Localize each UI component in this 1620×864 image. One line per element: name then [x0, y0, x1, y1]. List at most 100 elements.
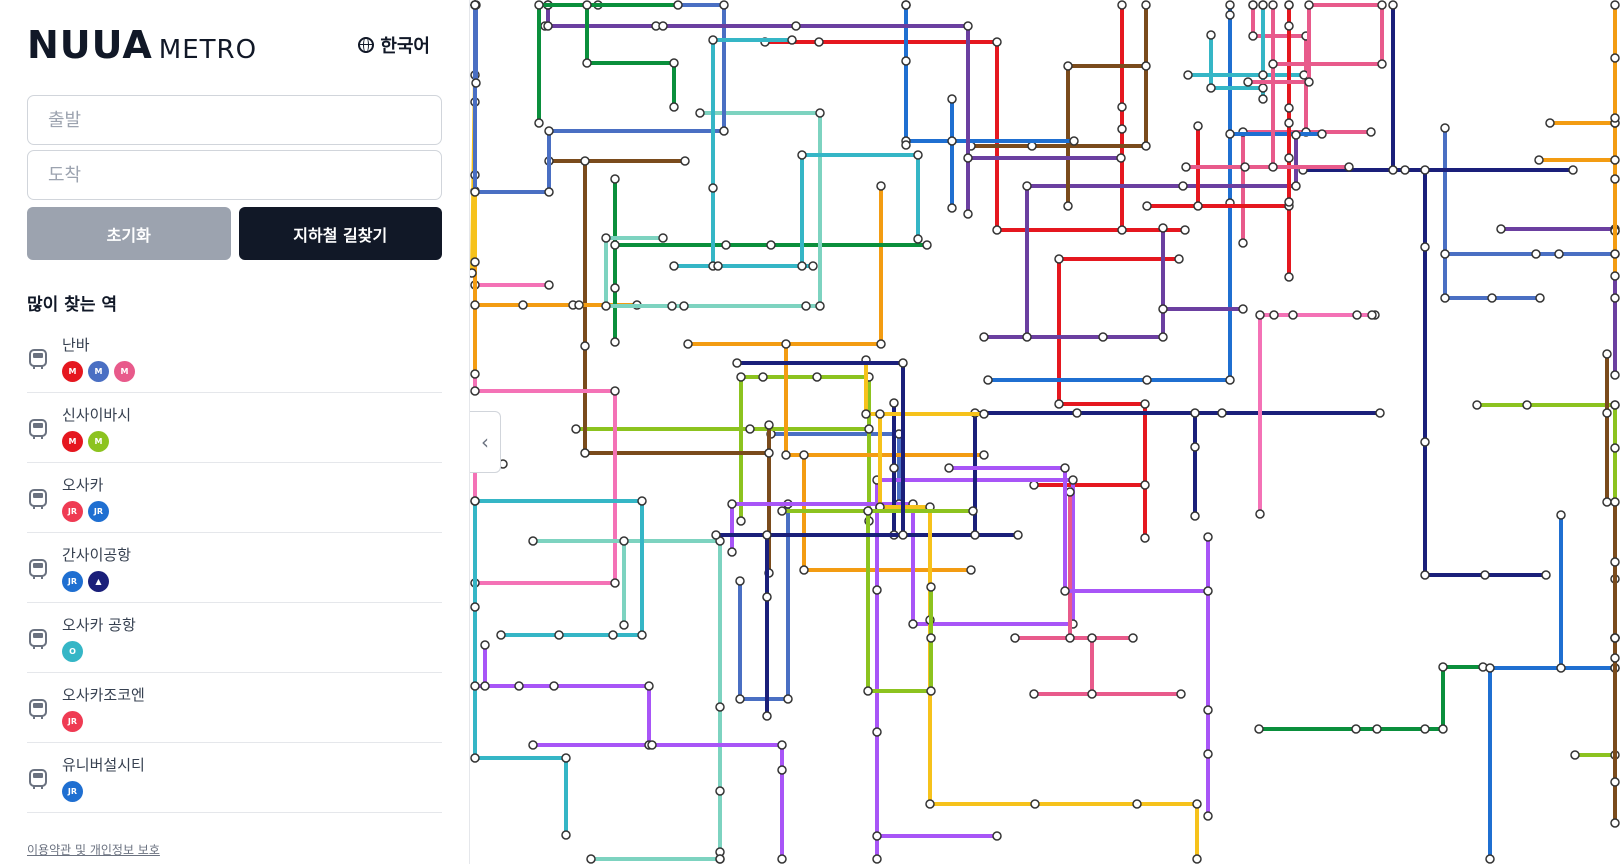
station-node[interactable]: [1206, 83, 1216, 93]
station-node[interactable]: [669, 102, 679, 112]
station-node[interactable]: [1284, 197, 1294, 207]
station-node[interactable]: [554, 630, 564, 640]
station-node[interactable]: [1366, 127, 1376, 137]
station-node[interactable]: [1174, 254, 1184, 264]
station-node[interactable]: [735, 694, 745, 704]
station-node[interactable]: [610, 240, 620, 250]
station-node[interactable]: [1142, 375, 1152, 385]
station-node[interactable]: [732, 358, 742, 368]
station-node[interactable]: [470, 496, 480, 506]
logo[interactable]: NUUA METRO: [27, 23, 257, 67]
station-node[interactable]: [1352, 310, 1362, 320]
station-node[interactable]: [1610, 53, 1620, 63]
station-node[interactable]: [735, 576, 745, 586]
station-node[interactable]: [1304, 0, 1314, 10]
station-node[interactable]: [1554, 249, 1564, 259]
station-node[interactable]: [1485, 663, 1495, 673]
station-node[interactable]: [719, 126, 729, 136]
station-node[interactable]: [669, 261, 679, 271]
station-node[interactable]: [1531, 249, 1541, 259]
station-node[interactable]: [1610, 777, 1620, 787]
station-node[interactable]: [470, 602, 480, 612]
station-node[interactable]: [1556, 663, 1566, 673]
station-node[interactable]: [1440, 123, 1450, 133]
station-node[interactable]: [1181, 162, 1191, 172]
station-node[interactable]: [1065, 487, 1075, 497]
station-node[interactable]: [610, 386, 620, 396]
station-node[interactable]: [470, 187, 480, 197]
station-node[interactable]: [1420, 437, 1430, 447]
station-node[interactable]: [1317, 129, 1327, 139]
station-node[interactable]: [1225, 0, 1235, 10]
station-node[interactable]: [1140, 480, 1150, 490]
station-node[interactable]: [1541, 570, 1551, 580]
station-node[interactable]: [968, 506, 978, 516]
station-node[interactable]: [1610, 249, 1620, 259]
station-node[interactable]: [1284, 0, 1294, 10]
station-node[interactable]: [1610, 818, 1620, 828]
station-node[interactable]: [534, 0, 544, 10]
station-node[interactable]: [1192, 799, 1202, 809]
station-node[interactable]: [863, 686, 873, 696]
station-node[interactable]: [1388, 165, 1398, 175]
station-node[interactable]: [727, 547, 737, 557]
station-node[interactable]: [1258, 94, 1268, 104]
destination-input[interactable]: [27, 150, 442, 200]
station-node[interactable]: [777, 740, 787, 750]
station-node[interactable]: [777, 506, 787, 516]
station-node[interactable]: [783, 694, 793, 704]
station-node[interactable]: [762, 530, 772, 540]
station-node[interactable]: [1087, 689, 1097, 699]
station-node[interactable]: [708, 35, 718, 45]
station-node[interactable]: [992, 225, 1002, 235]
station-node[interactable]: [797, 261, 807, 271]
station-node[interactable]: [1158, 304, 1168, 314]
station-node[interactable]: [1225, 10, 1235, 20]
station-node[interactable]: [1535, 293, 1545, 303]
station-node[interactable]: [777, 765, 787, 775]
station-node[interactable]: [1496, 224, 1506, 234]
station-node[interactable]: [1203, 705, 1213, 715]
station-node[interactable]: [1420, 724, 1430, 734]
station-node[interactable]: [926, 582, 936, 592]
station-node[interactable]: [561, 830, 571, 840]
station-node[interactable]: [470, 681, 480, 691]
station-node[interactable]: [1268, 59, 1278, 69]
station-node[interactable]: [1193, 121, 1203, 131]
station-node[interactable]: [1472, 400, 1482, 410]
station-node[interactable]: [808, 261, 818, 271]
station-node[interactable]: [781, 339, 791, 349]
station-node[interactable]: [1304, 77, 1314, 87]
station-node[interactable]: [470, 753, 480, 763]
station-node[interactable]: [708, 183, 718, 193]
station-node[interactable]: [713, 261, 723, 271]
station-node[interactable]: [815, 301, 825, 311]
station-node[interactable]: [947, 203, 957, 213]
station-node[interactable]: [922, 240, 932, 250]
station-node[interactable]: [1117, 0, 1127, 10]
station-node[interactable]: [1269, 310, 1279, 320]
station-node[interactable]: [1344, 162, 1354, 172]
station-node[interactable]: [1570, 750, 1580, 760]
station-node[interactable]: [1440, 249, 1450, 259]
station-node[interactable]: [1377, 59, 1387, 69]
station-node[interactable]: [864, 424, 874, 434]
station-node[interactable]: [787, 35, 797, 45]
station-node[interactable]: [1485, 854, 1495, 864]
station-node[interactable]: [1029, 689, 1039, 699]
station-node[interactable]: [1487, 293, 1497, 303]
station-node[interactable]: [1420, 165, 1430, 175]
station-node[interactable]: [1072, 408, 1082, 418]
station-node[interactable]: [876, 181, 886, 191]
station-node[interactable]: [471, 78, 481, 88]
station-node[interactable]: [574, 300, 584, 310]
station-node[interactable]: [1203, 811, 1213, 821]
station-node[interactable]: [1480, 570, 1490, 580]
station-node[interactable]: [1060, 586, 1070, 596]
station-node[interactable]: [610, 337, 620, 347]
station-node[interactable]: [1238, 238, 1248, 248]
station-node[interactable]: [1610, 400, 1620, 410]
